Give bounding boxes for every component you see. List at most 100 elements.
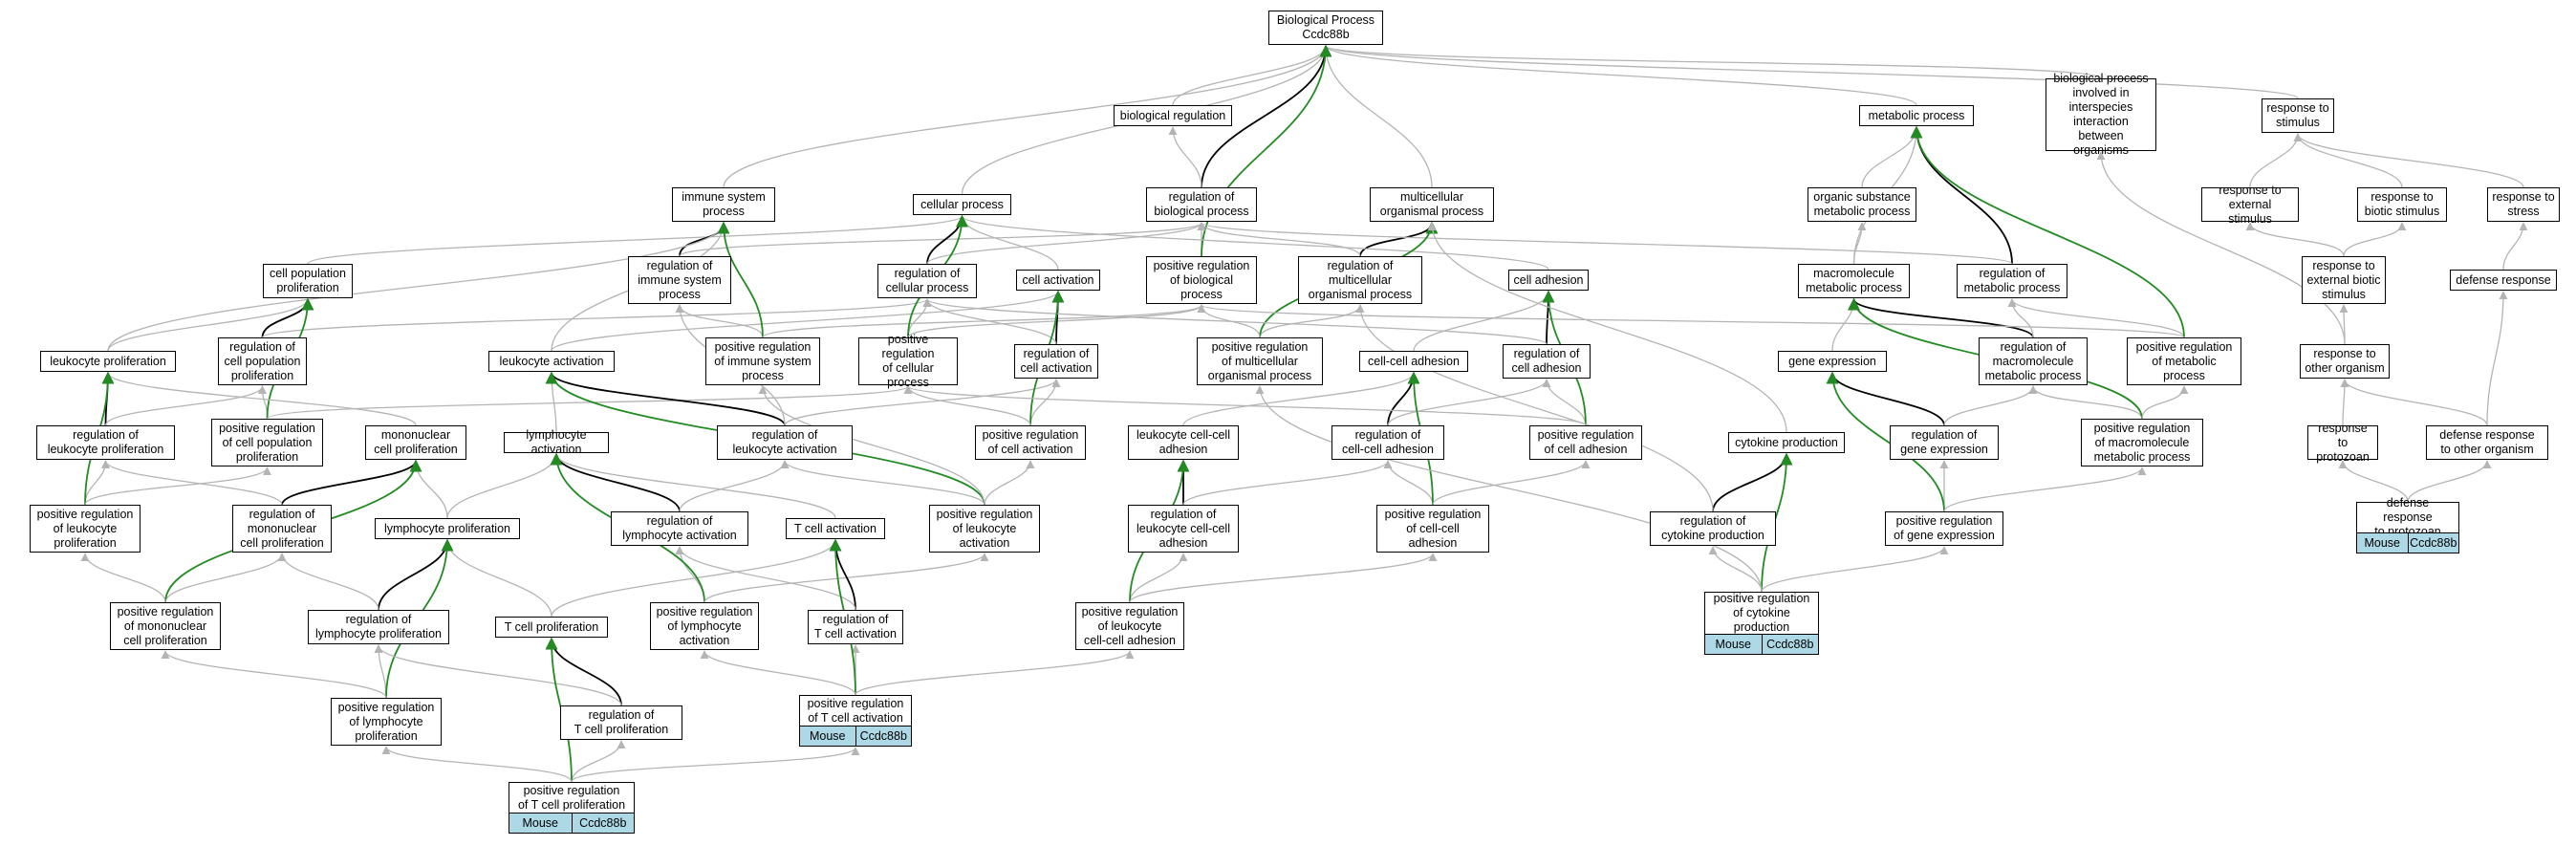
edge-is-a [704, 553, 989, 603]
go-term-node[interactable]: positive regulation of cell-cell adhesio… [1376, 505, 1489, 553]
go-term-node[interactable]: positive regulation of T cell activation [799, 695, 912, 727]
go-term-node[interactable]: cytokine production [1728, 432, 1845, 453]
edge-is-a [552, 453, 836, 519]
go-term-node[interactable]: regulation of macromolecule metabolic pr… [1979, 337, 2088, 385]
edge-is-a [984, 460, 1035, 506]
go-term-node[interactable]: Biological Process Ccdc88b [1268, 11, 1383, 45]
go-term-node[interactable]: positive regulation of lymphocyte activa… [650, 602, 759, 650]
go-term-node[interactable]: response to other organism [2300, 344, 2390, 379]
go-term-node[interactable]: positive regulation of leukocyte cell-ce… [1075, 602, 1184, 650]
go-term-node[interactable]: regulation of cell adhesion [1503, 344, 1591, 379]
go-term-node[interactable]: regulation of cellular process [877, 264, 977, 298]
go-term-node[interactable]: T cell activation [786, 518, 885, 539]
go-term-node[interactable]: positive regulation of macromolecule met… [2081, 419, 2203, 466]
go-term-node[interactable]: response to external stimulus [2201, 184, 2299, 226]
go-term-node[interactable]: cell-cell adhesion [1359, 351, 1468, 372]
go-term-node[interactable]: biological regulation [1114, 105, 1232, 126]
edge-is-a [1943, 466, 2147, 512]
edge-is-a [2340, 379, 2488, 426]
go-term-node[interactable]: positive regulation of lymphocyte prolif… [331, 698, 442, 746]
go-term-node[interactable]: positive regulation of metabolic process [2127, 337, 2241, 385]
go-term-node[interactable]: immune system process [672, 187, 775, 222]
edge-part-of [1359, 221, 1439, 257]
go-term-node[interactable]: positive regulation of mononuclear cell … [110, 602, 221, 650]
go-term-node[interactable]: positive regulation of biological proces… [1146, 256, 1257, 304]
go-term-node[interactable]: lymphocyte proliferation [375, 518, 520, 539]
edge-is-a [958, 215, 1549, 271]
go-term-node[interactable]: regulation of cell activation [1014, 344, 1098, 379]
go-term-node[interactable]: regulation of T cell activation [808, 610, 903, 644]
go-term-node[interactable]: cellular process [913, 194, 1011, 215]
go-term-node[interactable]: regulation of cell-cell adhesion [1331, 425, 1444, 460]
go-term-node[interactable]: leukocyte proliferation [40, 351, 176, 372]
go-term-node[interactable]: cell activation [1016, 270, 1100, 291]
go-term-node[interactable]: positive regulation of leukocyte activat… [929, 505, 1040, 553]
go-term-node[interactable]: positive regulation of leukocyte prolife… [30, 505, 141, 553]
go-term-node[interactable]: response to stress [2487, 187, 2560, 222]
go-term-node[interactable]: positive regulation of gene expression [1885, 511, 2003, 546]
edge-is-a [723, 45, 1331, 188]
go-term-node[interactable]: leukocyte cell-cell adhesion [1128, 425, 1239, 460]
go-term-node[interactable]: regulation of mononuclear cell prolifera… [232, 505, 332, 553]
go-term-node[interactable]: T cell proliferation [495, 617, 608, 638]
go-term-node[interactable]: biological process involved in interspec… [2046, 72, 2156, 157]
go-term-node[interactable]: regulation of multicellular organismal p… [1298, 256, 1422, 304]
edge-part-of [1712, 452, 1793, 512]
edge-is-a [107, 298, 313, 352]
go-term-node[interactable]: cell adhesion [1508, 270, 1589, 291]
go-term-node[interactable]: leukocyte activation [488, 351, 615, 372]
go-term-node[interactable]: regulation of immune system process [628, 256, 731, 304]
go-term-node[interactable]: defense response [2450, 270, 2557, 291]
edge-is-a [446, 453, 561, 519]
edge-part-of [679, 221, 730, 257]
go-term-node[interactable]: regulation of lymphocyte activation [611, 511, 748, 546]
go-term-node[interactable]: positive regulation of immune system pro… [705, 337, 820, 385]
go-term-node[interactable]: positive regulation of cytokine producti… [1704, 592, 1819, 635]
edge-is-a [1197, 222, 1361, 257]
go-term-node[interactable]: response to biotic stimulus [2357, 187, 2447, 222]
go-term-node[interactable]: regulation of leukocyte proliferation [36, 425, 175, 460]
go-term-node[interactable]: regulation of biological process [1146, 187, 1257, 222]
go-term-node[interactable]: regulation of lymphocyte proliferation [308, 610, 449, 644]
go-term-node[interactable]: regulation of leukocyte cell-cell adhesi… [1128, 505, 1239, 553]
edge-part-of [1848, 297, 2034, 338]
go-term-node[interactable]: positive regulation of T cell proliferat… [509, 782, 635, 813]
edge-is-a [443, 539, 552, 618]
go-term-node[interactable]: defense response to protozoan [2356, 496, 2459, 538]
edge-is-a [1413, 291, 1553, 352]
go-term-node[interactable]: metabolic process [1859, 105, 1974, 126]
go-term-node[interactable]: regulation of leukocyte activation [717, 425, 853, 460]
go-term-node[interactable]: positive regulation of cell adhesion [1529, 425, 1642, 460]
edge-is-a [957, 215, 1059, 271]
go-term-node[interactable]: regulation of cytokine production [1650, 511, 1776, 546]
go-term-node[interactable]: response to external biotic stimulus [2302, 256, 2386, 304]
edge-is-a [2293, 133, 2403, 188]
go-term-node[interactable]: organic substance metabolic process [1808, 187, 1916, 222]
gene-label: Ccdc88b [855, 727, 911, 746]
go-term-node[interactable]: regulation of gene expression [1890, 425, 1999, 460]
edge-is-a [1383, 460, 1434, 506]
go-term-node[interactable]: gene expression [1778, 351, 1887, 372]
gene-label: Ccdc88b [2408, 533, 2458, 553]
gene-label: Ccdc88b [572, 813, 634, 833]
go-term-node[interactable]: regulation of metabolic process [1957, 264, 2067, 298]
go-term-node[interactable]: response to protozoan [2307, 422, 2378, 464]
species-label: Mouse [1705, 635, 1763, 654]
go-term-node[interactable]: cell population proliferation [263, 264, 353, 298]
go-term-node[interactable]: lymphocyte activation [504, 428, 609, 456]
go-term-node[interactable]: positive regulation of cellular process [858, 333, 958, 389]
go-term-node[interactable]: positive regulation of cell activation [975, 425, 1086, 460]
go-term-node[interactable]: defense response to other organism [2426, 425, 2548, 460]
go-term-node[interactable]: positive regulation of multicellular org… [1197, 337, 1323, 385]
go-term-node[interactable]: macromolecule metabolic process [1798, 264, 1910, 298]
go-term-node[interactable]: multicellular organismal process [1370, 187, 1494, 222]
go-term-node[interactable]: mononuclear cell proliferation [365, 425, 466, 460]
edge-is-a [2007, 298, 2185, 338]
go-term-node[interactable]: regulation of cell population proliferat… [218, 337, 307, 385]
go-term-node[interactable]: regulation of T cell proliferation [560, 705, 682, 740]
go-term-node[interactable]: response to stimulus [2262, 98, 2334, 133]
edge-is-a [2338, 460, 2409, 503]
edge-part-of [281, 459, 422, 506]
go-term-node[interactable]: positive regulation of cell population p… [211, 419, 323, 466]
